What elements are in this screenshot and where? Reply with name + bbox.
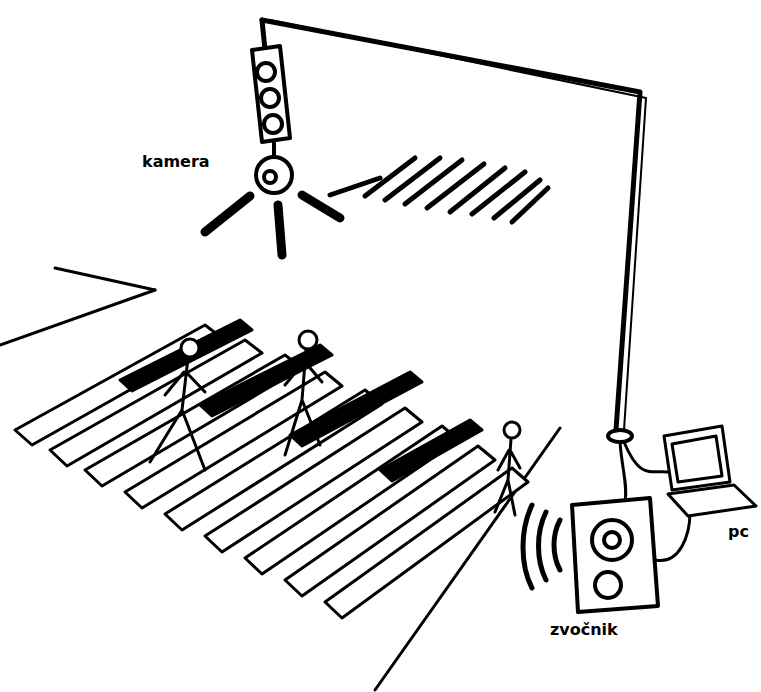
sketch-stroke	[290, 372, 422, 446]
road-edge	[0, 268, 560, 690]
sketch-stroke	[264, 115, 282, 133]
sketch-stroke	[523, 505, 532, 588]
sketch-stroke	[150, 358, 205, 470]
part-label: kamera	[140, 152, 212, 171]
far-crosswalk	[330, 158, 548, 222]
sketch-stroke	[620, 442, 626, 502]
pedestrians	[150, 331, 520, 515]
speaker-symbol	[572, 498, 658, 612]
sketch-stroke	[512, 188, 548, 222]
sketch-stroke	[365, 158, 415, 196]
sketch-stroke	[572, 498, 658, 612]
sketch-stroke	[472, 172, 525, 214]
sketch-stroke	[200, 345, 332, 416]
sketch-stroke	[205, 196, 250, 232]
sketch-stroke	[262, 20, 640, 430]
sketch-stroke	[299, 331, 317, 349]
sketch-stroke	[0, 290, 155, 345]
sketch-stroke	[668, 485, 756, 516]
sketch-stroke	[624, 442, 668, 472]
sketch-stroke	[262, 20, 265, 50]
sketch-stroke	[252, 46, 290, 142]
sketch-stroke	[257, 63, 275, 81]
sketch-stroke	[272, 142, 276, 157]
sketch-stroke	[592, 520, 632, 560]
sketch-stroke	[302, 195, 340, 218]
sketch-stroke	[405, 160, 462, 204]
sketch-stroke	[380, 420, 482, 481]
sketch-stroke	[604, 532, 620, 548]
sketch-stroke	[270, 20, 646, 430]
laptop-symbol	[664, 426, 756, 516]
sketch-stroke	[181, 339, 199, 357]
sketch-stroke	[539, 512, 547, 580]
sketch-stroke	[450, 168, 505, 212]
sketch-stroke	[595, 572, 621, 598]
sketch-stroke	[256, 157, 292, 193]
sketch-stroke	[655, 512, 690, 561]
sketch-stroke	[495, 439, 520, 515]
sketch-stroke	[504, 422, 520, 438]
sketch-stroke	[427, 164, 484, 208]
camera-symbol	[205, 142, 340, 255]
sketch-stroke	[278, 205, 282, 255]
sketch-stroke	[608, 430, 632, 442]
sketch-stroke	[285, 350, 322, 455]
part-label: zvočnik	[548, 620, 620, 639]
part-label: pc	[726, 522, 751, 541]
sketch-stroke	[261, 89, 279, 107]
traffic-light	[252, 46, 290, 142]
sketch-stroke	[55, 268, 155, 290]
sketch-stroke	[554, 520, 560, 570]
piano-crosswalk	[15, 320, 528, 618]
sound-waves	[523, 505, 560, 588]
sketch-stroke	[385, 158, 440, 200]
sketch-stroke	[264, 171, 276, 183]
sketch-stroke	[664, 426, 730, 490]
sketch-stroke	[672, 436, 722, 482]
gantry-pole	[262, 20, 646, 430]
sketch-stroke	[325, 468, 528, 618]
